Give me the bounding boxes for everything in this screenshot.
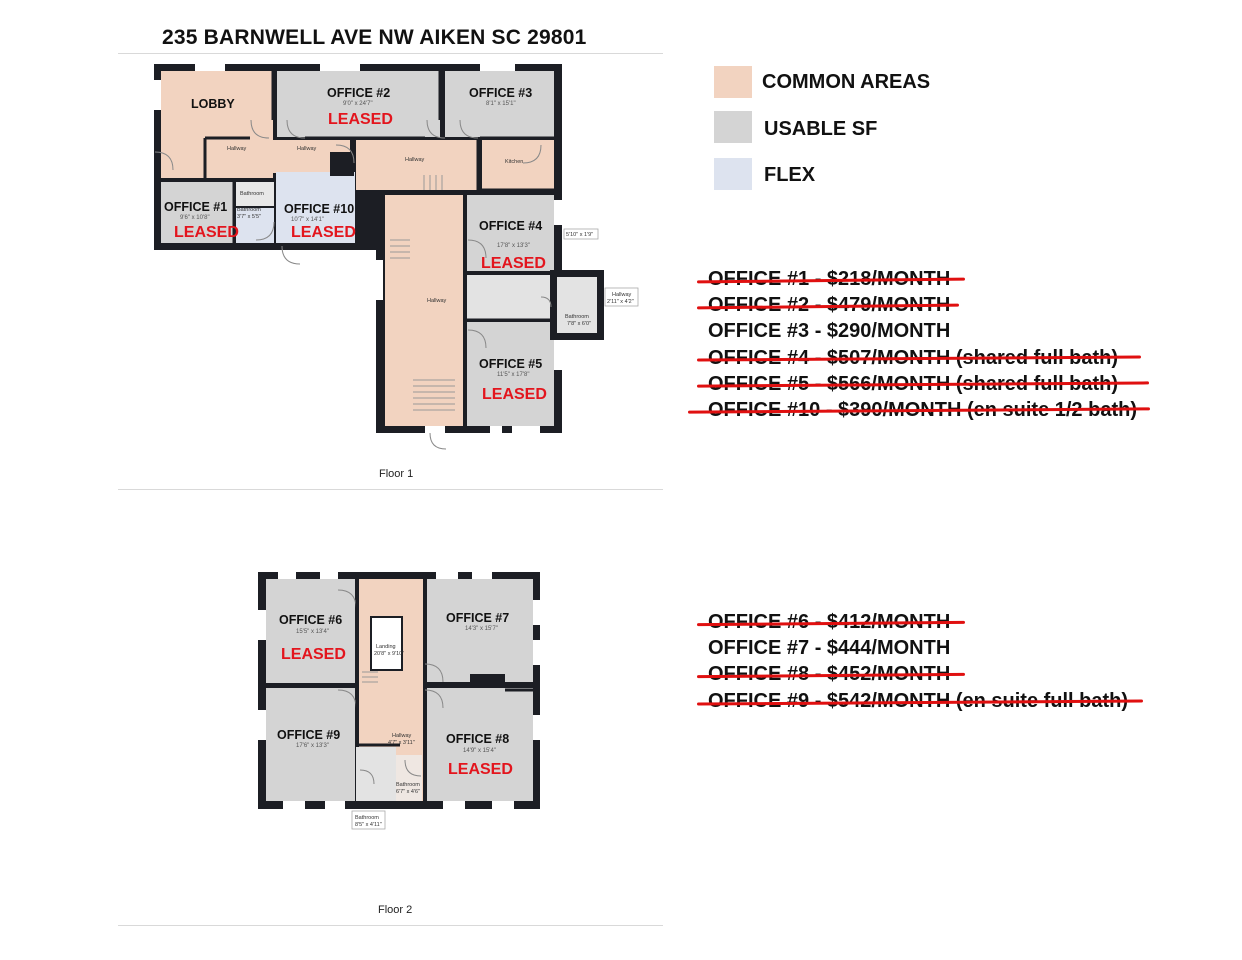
label-bathroom-f2: Bathroom	[355, 815, 379, 821]
legend-swatch-flex	[714, 158, 752, 190]
legend-label-common: COMMON AREAS	[762, 71, 931, 93]
dim-office-5: 11'5" x 17'8"	[497, 372, 529, 378]
label-hallway-main: Hallway	[427, 298, 447, 304]
dim-bathroom-c: 7'8" x 6'0"	[567, 321, 591, 327]
label-office-4: OFFICE #4	[479, 219, 542, 233]
legend-swatch-common	[714, 66, 752, 98]
leased-office-6: LEASED	[281, 646, 346, 663]
label-office-8: OFFICE #8	[446, 732, 509, 746]
divider	[118, 925, 663, 926]
room-bathroom-f2	[356, 747, 396, 801]
room-office-7	[427, 579, 533, 682]
dim-office-8: 14'9" x 15'4"	[463, 748, 496, 754]
room-office-1	[161, 182, 233, 243]
dim-office-9: 17'6" x 13'3"	[296, 743, 329, 749]
label-office-6: OFFICE #6	[279, 613, 342, 627]
dim-bathroom-f2: 8'5" x 4'11"	[355, 822, 382, 828]
price-office-3: OFFICE #3 - $290/MONTH	[708, 320, 951, 342]
label-lobby: LOBBY	[191, 97, 235, 111]
room-bathroom-shared	[467, 275, 554, 320]
label-office-7: OFFICE #7	[446, 611, 509, 625]
legend-label-flex: FLEX	[764, 164, 816, 186]
label-hallway-c: Hallway	[405, 157, 425, 163]
room-office-9	[266, 688, 355, 801]
leased-office-5: LEASED	[482, 386, 547, 403]
dim-office-4: 17'8" x 13'3"	[497, 243, 530, 249]
label-bathroom-c: Bathroom	[565, 314, 589, 320]
room-office-4	[467, 195, 554, 271]
room-bathroom	[236, 182, 274, 206]
dim-bathroom-b: 3'7" x 5'5"	[237, 214, 261, 220]
label-kitchen: Kitchen	[505, 159, 523, 165]
dim-office-3: 8'1" x 15'1"	[486, 101, 516, 107]
floor-1-label: Floor 1	[379, 468, 413, 480]
label-bathroom-b: Bathroom	[237, 207, 261, 213]
room-bathroom-ext	[557, 277, 597, 333]
dim-landing: 20'8" x 9'10"	[374, 651, 404, 657]
floor-2-label: Floor 2	[378, 904, 412, 916]
dim-office-6: 15'5" x 13'4"	[296, 629, 329, 635]
leased-office-4: LEASED	[481, 255, 546, 272]
divider	[118, 489, 663, 490]
room-office-5	[467, 322, 554, 426]
legend-swatch-usable	[714, 111, 752, 143]
dim-hallway-f2: 4'7" x 3'11"	[388, 740, 415, 746]
room-office-2	[277, 71, 440, 137]
label-office-1: OFFICE #1	[164, 200, 227, 214]
floor-2-plan: OFFICE #6 15'5" x 13'4" LEASED Landing 2…	[258, 572, 540, 916]
room-office-6	[266, 579, 355, 683]
dim-bathroom-inner: 6'7" x 4'6"	[396, 789, 420, 795]
label-bathroom-inner: Bathroom	[396, 782, 420, 788]
label-hallway-a: Hallway	[227, 146, 247, 152]
room-hallway-center	[356, 140, 478, 190]
leased-office-2: LEASED	[328, 111, 393, 128]
label-office-9: OFFICE #9	[277, 728, 340, 742]
label-office-3: OFFICE #3	[469, 86, 532, 100]
dim-office-7: 14'3" x 15'7"	[465, 626, 498, 632]
room-hallway	[205, 140, 350, 173]
price-office-7: OFFICE #7 - $444/MONTH	[708, 637, 951, 659]
legend-label-usable: USABLE SF	[764, 118, 878, 140]
label-hallway-ext: Hallway	[612, 292, 632, 298]
divider	[118, 53, 663, 54]
room-office-8	[427, 688, 533, 801]
label-landing: Landing	[376, 644, 396, 650]
dim-office-1: 9'6" x 10'8"	[180, 215, 210, 221]
leased-office-1: LEASED	[174, 224, 239, 241]
label-office-10: OFFICE #10	[284, 202, 354, 216]
dim-hallway-ext: 2'11" x 4'2"	[607, 299, 634, 305]
floor-1-plan: LOBBY OFFICE #2 9'0" x 24'7" LEASED OFFI…	[154, 64, 639, 480]
leased-office-8: LEASED	[448, 761, 513, 778]
leased-office-10: LEASED	[291, 224, 356, 241]
room-office-3	[445, 71, 554, 137]
label-office-2: OFFICE #2	[327, 86, 390, 100]
dim-office-4-side: 5'10" x 1'9"	[566, 232, 593, 238]
label-hallway-f2: Hallway	[392, 733, 412, 739]
room-office-10	[276, 172, 355, 243]
label-bathroom-a: Bathroom	[240, 191, 264, 197]
room-hallway-main	[385, 195, 463, 426]
label-office-5: OFFICE #5	[479, 357, 542, 371]
room-bathroom-inner	[396, 755, 422, 801]
label-hallway-b: Hallway	[297, 146, 317, 152]
dim-office-10: 10'7" x 14'1"	[291, 217, 324, 223]
page-title: 235 BARNWELL AVE NW AIKEN SC 29801	[162, 26, 587, 49]
room-kitchen	[482, 140, 554, 190]
dim-office-2: 9'0" x 24'7"	[343, 101, 373, 107]
